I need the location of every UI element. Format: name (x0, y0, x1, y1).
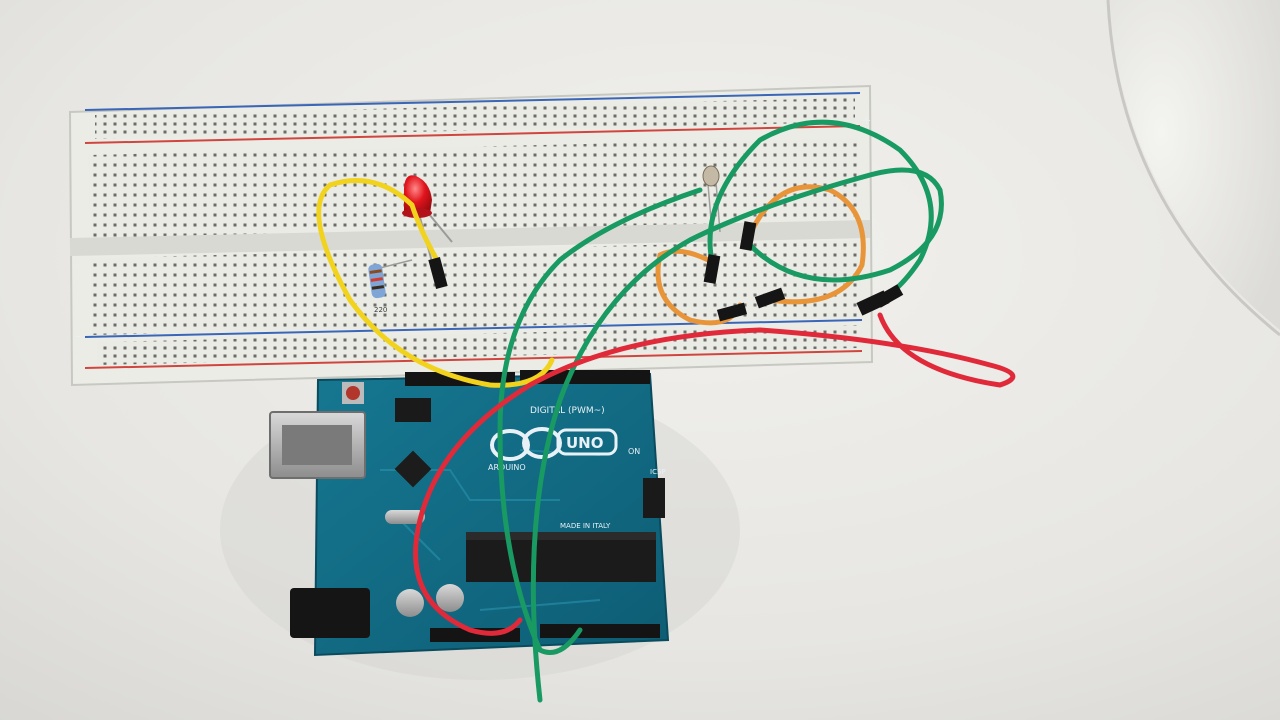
usb-inner (282, 425, 352, 465)
bowl-rim-shadow (1106, 0, 1280, 337)
uno-logo-text: UNO (566, 434, 604, 452)
jumper-tip (754, 287, 786, 309)
top-rail-red-line (84, 125, 861, 144)
top-rail-holes (95, 98, 855, 139)
jumper-tip (739, 221, 757, 251)
wires (316, 119, 1016, 703)
jumper-tip (428, 256, 448, 290)
upper-terminal-holes (88, 138, 860, 242)
center-channel (70, 220, 870, 256)
icsp-header-side (643, 478, 665, 518)
resistor-marking: 220 (374, 306, 387, 314)
arduino-brand-text: ARDUINO (488, 463, 526, 472)
icsp-header-top (395, 398, 431, 422)
orange-wire (655, 184, 866, 326)
digital-header-label: DIGITAL (PWM~) (530, 406, 605, 416)
jumper-tip (874, 284, 904, 308)
crystal (385, 510, 425, 524)
resistor (368, 259, 413, 299)
arduino-logo: UNO ARDUINO (488, 427, 618, 472)
red-wire (413, 312, 1016, 636)
bottom-rail-red-line (84, 350, 863, 369)
jumper-tip (703, 254, 721, 284)
atmega-chip-sheen (466, 532, 656, 540)
green-wire-2 (497, 119, 934, 655)
made-in-label: MADE IN ITALY (560, 522, 611, 530)
top-rail-blue-line (84, 92, 861, 111)
green-wire-1 (530, 167, 944, 703)
icsp-label: ICSP (650, 468, 666, 476)
lower-terminal-holes (90, 240, 862, 335)
yellow-wire (316, 178, 555, 388)
usb-chip (394, 450, 432, 488)
rail-plus-label: + (862, 114, 871, 127)
analog-header (540, 624, 660, 638)
rail-minus-label: - (76, 329, 80, 343)
on-led-label: ON (628, 447, 640, 456)
reset-button-cap (346, 386, 360, 400)
bottom-rail-holes (97, 325, 857, 365)
arduino-uno-board: UNO ARDUINO DIGITAL (PWM~) ON ICSP MADE … (269, 370, 670, 657)
bowl-edge (1110, 0, 1280, 330)
pcb-traces (380, 449, 601, 611)
bottom-rail-blue-line (84, 319, 863, 338)
capacitor-2 (436, 584, 464, 612)
jumper-tip (716, 302, 748, 322)
atmega-chip (466, 532, 656, 582)
dc-jack (290, 588, 370, 638)
capacitor-1 (396, 589, 424, 617)
